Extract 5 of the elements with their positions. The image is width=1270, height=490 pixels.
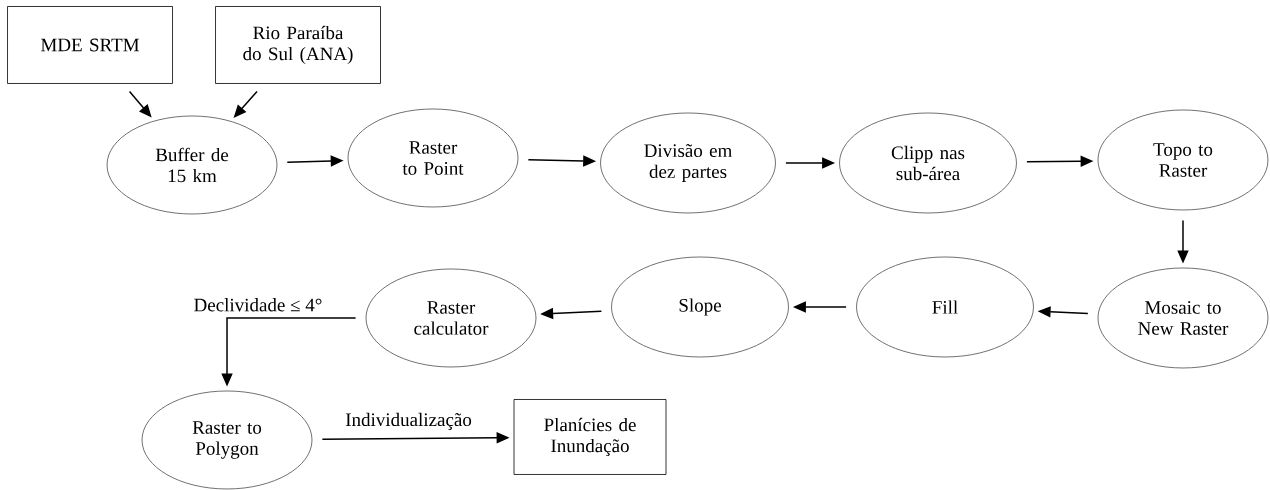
input-box: Rio Paraíba do Sul (ANA) — [215, 6, 381, 84]
input-box: MDE SRTM — [7, 6, 173, 84]
input-box: Planícies de Inundação — [513, 399, 667, 475]
edge-label: Declividade ≤ 4° — [194, 298, 322, 312]
edge-label: Individualização — [345, 412, 472, 430]
